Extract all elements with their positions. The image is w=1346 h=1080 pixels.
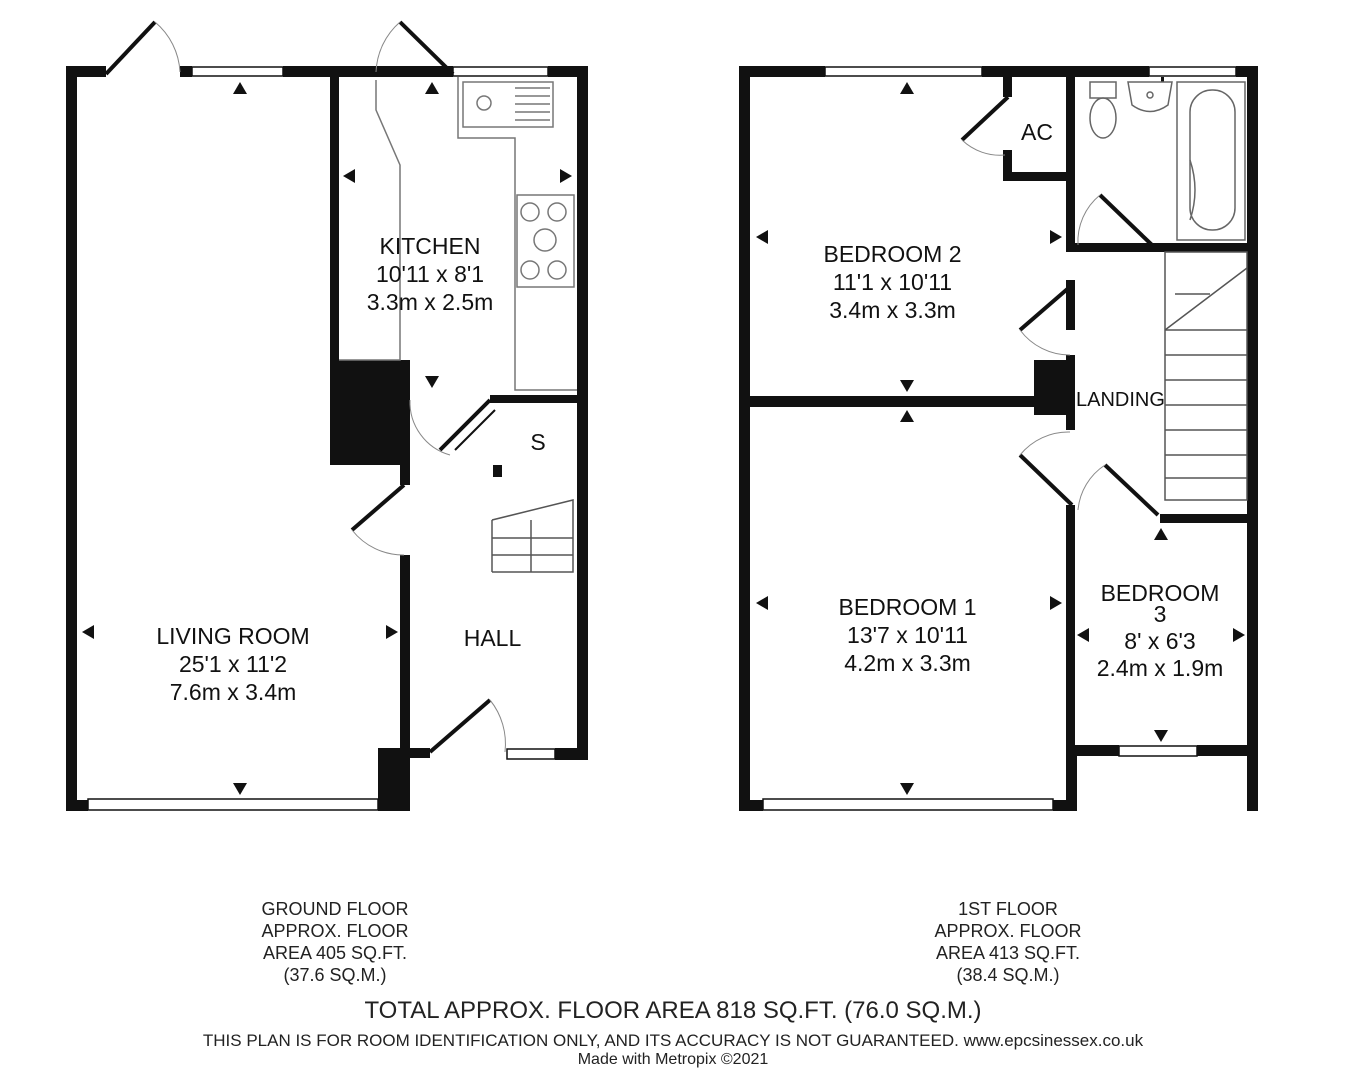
wall xyxy=(66,66,106,77)
bedroom-1-label: BEDROOM 1 13'7 x 10'11 4.2m x 3.3m xyxy=(805,593,1010,677)
wall xyxy=(330,77,339,365)
wall xyxy=(555,748,588,760)
wall xyxy=(330,360,410,465)
first-floor-doors xyxy=(960,95,1160,517)
bedroom-2-label: BEDROOM 2 11'1 x 10'11 3.4m x 3.3m xyxy=(790,240,995,324)
living-room-imperial: 25'1 x 11'2 xyxy=(178,651,288,677)
living-room-metric: 7.6m x 3.4m xyxy=(169,679,297,705)
bedroom-3-number: 3 xyxy=(1153,601,1167,627)
wall xyxy=(493,465,502,477)
made-with-credit: Made with Metropix ©2021 xyxy=(577,1051,769,1068)
bedroom-2-imperial: 11'1 x 10'11 xyxy=(832,269,953,295)
kitchen-imperial: 10'11 x 8'1 xyxy=(375,261,485,287)
wall xyxy=(410,748,430,758)
bedroom-3-metric: 2.4m x 1.9m xyxy=(1096,655,1224,681)
bedroom-2-metric: 3.4m x 3.3m xyxy=(829,297,956,323)
kitchen-metric: 3.3m x 2.5m xyxy=(366,289,494,315)
first-floor-line2: APPROX. FLOOR xyxy=(934,921,1082,941)
wall xyxy=(548,66,588,77)
hall-name: HALL xyxy=(463,625,522,651)
hall-label: HALL xyxy=(440,624,545,652)
first-stairs xyxy=(1164,251,1248,501)
ground-floor-doors xyxy=(104,20,506,754)
first-floor-line4: (38.4 SQ.M.) xyxy=(956,965,1060,985)
wall xyxy=(400,555,410,810)
wall xyxy=(577,66,588,760)
kitchen-fixtures xyxy=(339,77,577,391)
wall xyxy=(378,748,410,811)
wall xyxy=(66,66,77,811)
first-floor-line3: AREA 413 SQ.FT. xyxy=(935,943,1081,963)
ground-stairs xyxy=(491,499,574,573)
ground-floor-line3: AREA 405 SQ.FT. xyxy=(262,943,408,963)
wall xyxy=(283,66,453,77)
first-floor-title: 1ST FLOOR xyxy=(958,899,1058,919)
airing-cupboard-label: AC xyxy=(1021,119,1053,145)
bathroom-fixtures xyxy=(1089,81,1246,241)
first-floor-windows xyxy=(762,66,1237,811)
landing-label: LANDING xyxy=(1076,389,1165,411)
wall xyxy=(180,66,192,77)
kitchen-name: KITCHEN xyxy=(379,233,481,259)
wall xyxy=(490,395,578,403)
kitchen-label: KITCHEN 10'11 x 8'1 3.3m x 2.5m xyxy=(340,232,520,316)
dimension-arrows xyxy=(82,82,1245,795)
bedroom-3-imperial: 8' x 6'3 xyxy=(1124,628,1196,654)
wall xyxy=(66,800,88,811)
living-room-name: LIVING ROOM xyxy=(156,623,310,649)
ground-floor-plan xyxy=(66,66,588,811)
bedroom-1-metric: 4.2m x 3.3m xyxy=(844,650,971,676)
living-room-label: LIVING ROOM 25'1 x 11'2 7.6m x 3.4m xyxy=(120,622,346,706)
bedroom-3-name: BEDROOM xyxy=(1100,580,1220,606)
ground-floor-title: GROUND FLOOR xyxy=(261,899,409,919)
ground-floor-line4: (37.6 SQ.M.) xyxy=(283,965,387,985)
first-floor-plan xyxy=(739,66,1258,811)
wall xyxy=(400,465,410,485)
first-floor-area: 1ST FLOOR APPROX. FLOOR AREA 413 SQ.FT. … xyxy=(898,898,1118,986)
ground-floor-line2: APPROX. FLOOR xyxy=(261,921,409,941)
disclaimer: THIS PLAN IS FOR ROOM IDENTIFICATION ONL… xyxy=(202,1031,1144,1050)
total-floor-area: TOTAL APPROX. FLOOR AREA 818 SQ.FT. (76.… xyxy=(364,997,982,1024)
bedroom-3-label: BEDROOM 3 8' x 6'3 2.4m x 1.9m xyxy=(1080,580,1240,682)
storage-name: S xyxy=(530,429,546,455)
bedroom-2-name: BEDROOM 2 xyxy=(823,241,962,267)
ground-floor-area: GROUND FLOOR APPROX. FLOOR AREA 405 SQ.F… xyxy=(225,898,445,986)
bedroom-1-imperial: 13'7 x 10'11 xyxy=(847,622,968,648)
bedroom-1-name: BEDROOM 1 xyxy=(838,594,977,620)
storage-label: S xyxy=(520,428,556,456)
